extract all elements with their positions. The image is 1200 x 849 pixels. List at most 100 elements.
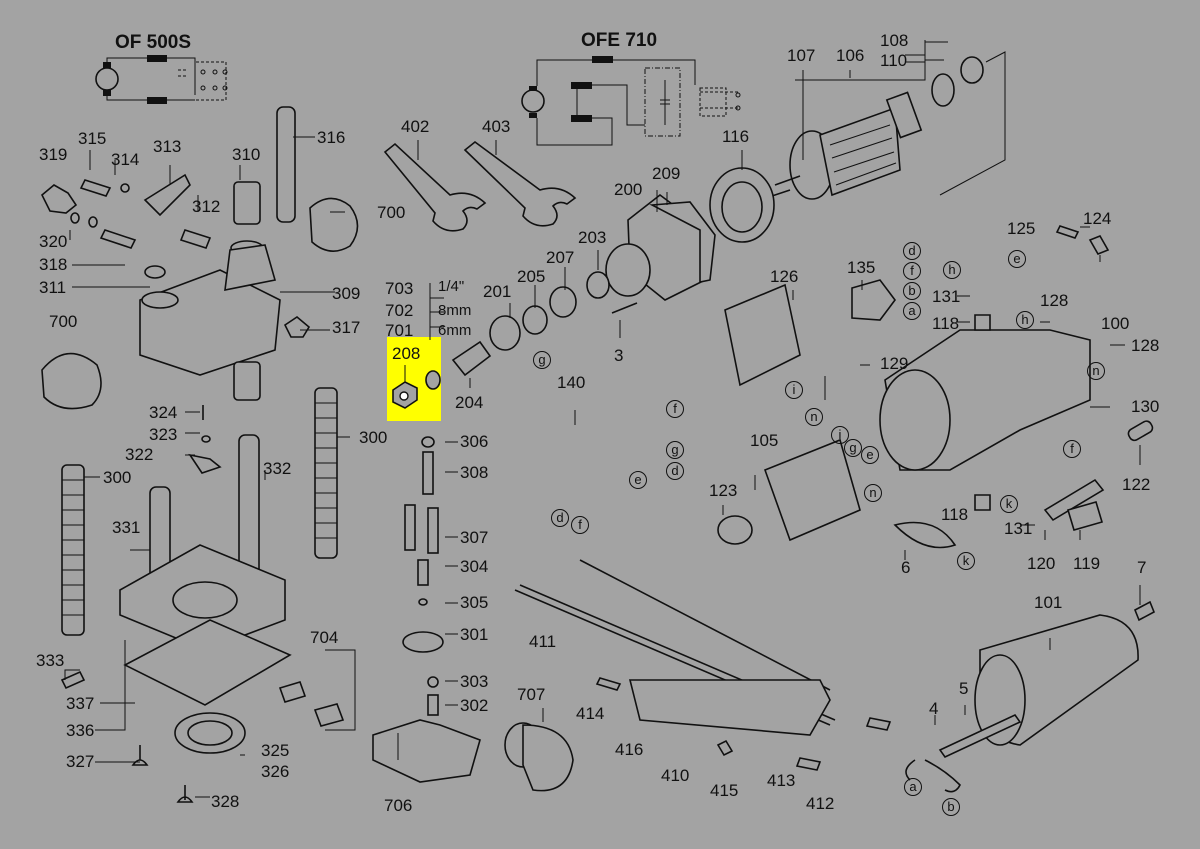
bearing-108 (960, 56, 984, 84)
part-label-119: 119 (1073, 554, 1101, 573)
part-label-331: 331 (112, 518, 141, 537)
ofe710-schematic (521, 56, 741, 146)
connector-g-126: g (666, 441, 684, 459)
part-label-327: 327 (66, 752, 95, 771)
part-label-131-bottom: 131 (1004, 519, 1033, 538)
motor-clamp-309 (139, 269, 281, 376)
part-label-124: 124 (1083, 209, 1112, 228)
cord-guard-5 (938, 713, 1022, 759)
screw-327 (131, 745, 149, 766)
part-label-319: 319 (39, 145, 68, 164)
part-label-120: 120 (1027, 554, 1056, 573)
part-label-118-bottom: 118 (941, 505, 969, 524)
sub-base-337 (123, 619, 292, 706)
size-label-702: 8mm (438, 302, 472, 319)
part-label-203: 203 (578, 228, 607, 247)
part-label-704: 704 (310, 628, 339, 647)
part-label-317: 317 (332, 318, 361, 337)
part-label-328: 328 (211, 792, 240, 811)
part-label-311: 311 (39, 278, 67, 297)
connector-d-140: d (551, 509, 569, 527)
part-label-702: 702 (385, 301, 414, 320)
adapter-706 (372, 719, 481, 783)
part-label-201: 201 (483, 282, 512, 301)
screw-412 (795, 757, 822, 771)
bush-704b (313, 703, 345, 727)
screw-333 (60, 670, 86, 690)
part-label-140: 140 (557, 373, 586, 392)
connector-k-118: k (1000, 495, 1018, 513)
part-label-410: 410 (661, 766, 690, 785)
connector-a-4: a (904, 778, 922, 796)
part-label-118-top: 118 (932, 314, 960, 333)
part-label-131-top: 131 (932, 287, 961, 306)
connector-i-129: i (785, 381, 803, 399)
collet-204 (451, 340, 492, 377)
part-label-402: 402 (401, 117, 430, 136)
rod-316 (276, 106, 296, 223)
part-label-300-left: 300 (103, 468, 132, 487)
part-label-326: 326 (261, 762, 290, 781)
plate-6 (893, 521, 957, 549)
field-105 (763, 438, 861, 542)
part-label-323: 323 (149, 425, 178, 444)
bearing-203 (586, 271, 610, 299)
part-label-322: 322 (125, 445, 154, 464)
part-label-135: 135 (847, 258, 876, 277)
part-label-130: 130 (1131, 397, 1160, 416)
of500s-schematic (95, 55, 228, 104)
part-label-200: 200 (614, 180, 643, 199)
part-label-707: 707 (517, 685, 546, 704)
spring-302 (427, 694, 439, 716)
connector-f-126: f (666, 400, 684, 418)
connector-g-105: g (844, 439, 862, 457)
ball-303 (427, 676, 439, 688)
connector-a-135: a (903, 302, 921, 320)
part-label-332: 332 (263, 459, 292, 478)
part-label-305: 305 (460, 593, 489, 612)
part-label-314: 314 (111, 150, 140, 169)
part-label-208[interactable]: 208 (392, 344, 421, 363)
brush-holder-118b (974, 494, 991, 511)
screw-328 (176, 785, 194, 803)
slide-119 (1067, 501, 1103, 531)
connector-e-105: e (861, 446, 879, 464)
of500s-title: OF 500S (115, 32, 192, 53)
ring-123 (717, 515, 753, 545)
spring-300-right (314, 387, 338, 559)
cover-209 (649, 201, 716, 283)
part-label-324: 324 (149, 403, 178, 422)
ring-311 (144, 265, 166, 279)
part-label-207: 207 (546, 248, 575, 267)
connector-e-140: e (629, 471, 647, 489)
part-label-3: 3 (614, 346, 624, 365)
part-label-6: 6 (901, 558, 911, 577)
part-label-313: 313 (153, 137, 182, 156)
part-label-123: 123 (709, 481, 738, 500)
connector-f-130: f (1063, 440, 1081, 458)
part-label-304: 304 (460, 557, 489, 576)
part-label-700-top: 700 (377, 203, 406, 222)
clip-322 (188, 453, 222, 474)
part-label-320: 320 (39, 232, 68, 251)
part-label-308: 308 (460, 463, 489, 482)
connector-d-126: d (666, 462, 684, 480)
part-label-411: 411 (529, 632, 557, 651)
part-label-105: 105 (750, 431, 779, 450)
connector-n-105: n (864, 484, 882, 502)
part-label-302: 302 (460, 696, 489, 715)
connector-e-128: e (1008, 250, 1026, 268)
part-label-128-top: 128 (1040, 291, 1069, 310)
screw-304 (417, 559, 429, 586)
part-label-414: 414 (576, 704, 605, 723)
part-label-122: 122 (1122, 475, 1151, 494)
part-label-129: 129 (880, 354, 909, 373)
part-label-125: 125 (1007, 219, 1036, 238)
screw-414 (595, 677, 622, 691)
part-label-300-right: 300 (359, 428, 388, 447)
column-332 (238, 434, 260, 576)
connector-b-135: b (903, 282, 921, 300)
part-label-700-left: 700 (49, 312, 78, 331)
collet-703 (425, 370, 441, 390)
